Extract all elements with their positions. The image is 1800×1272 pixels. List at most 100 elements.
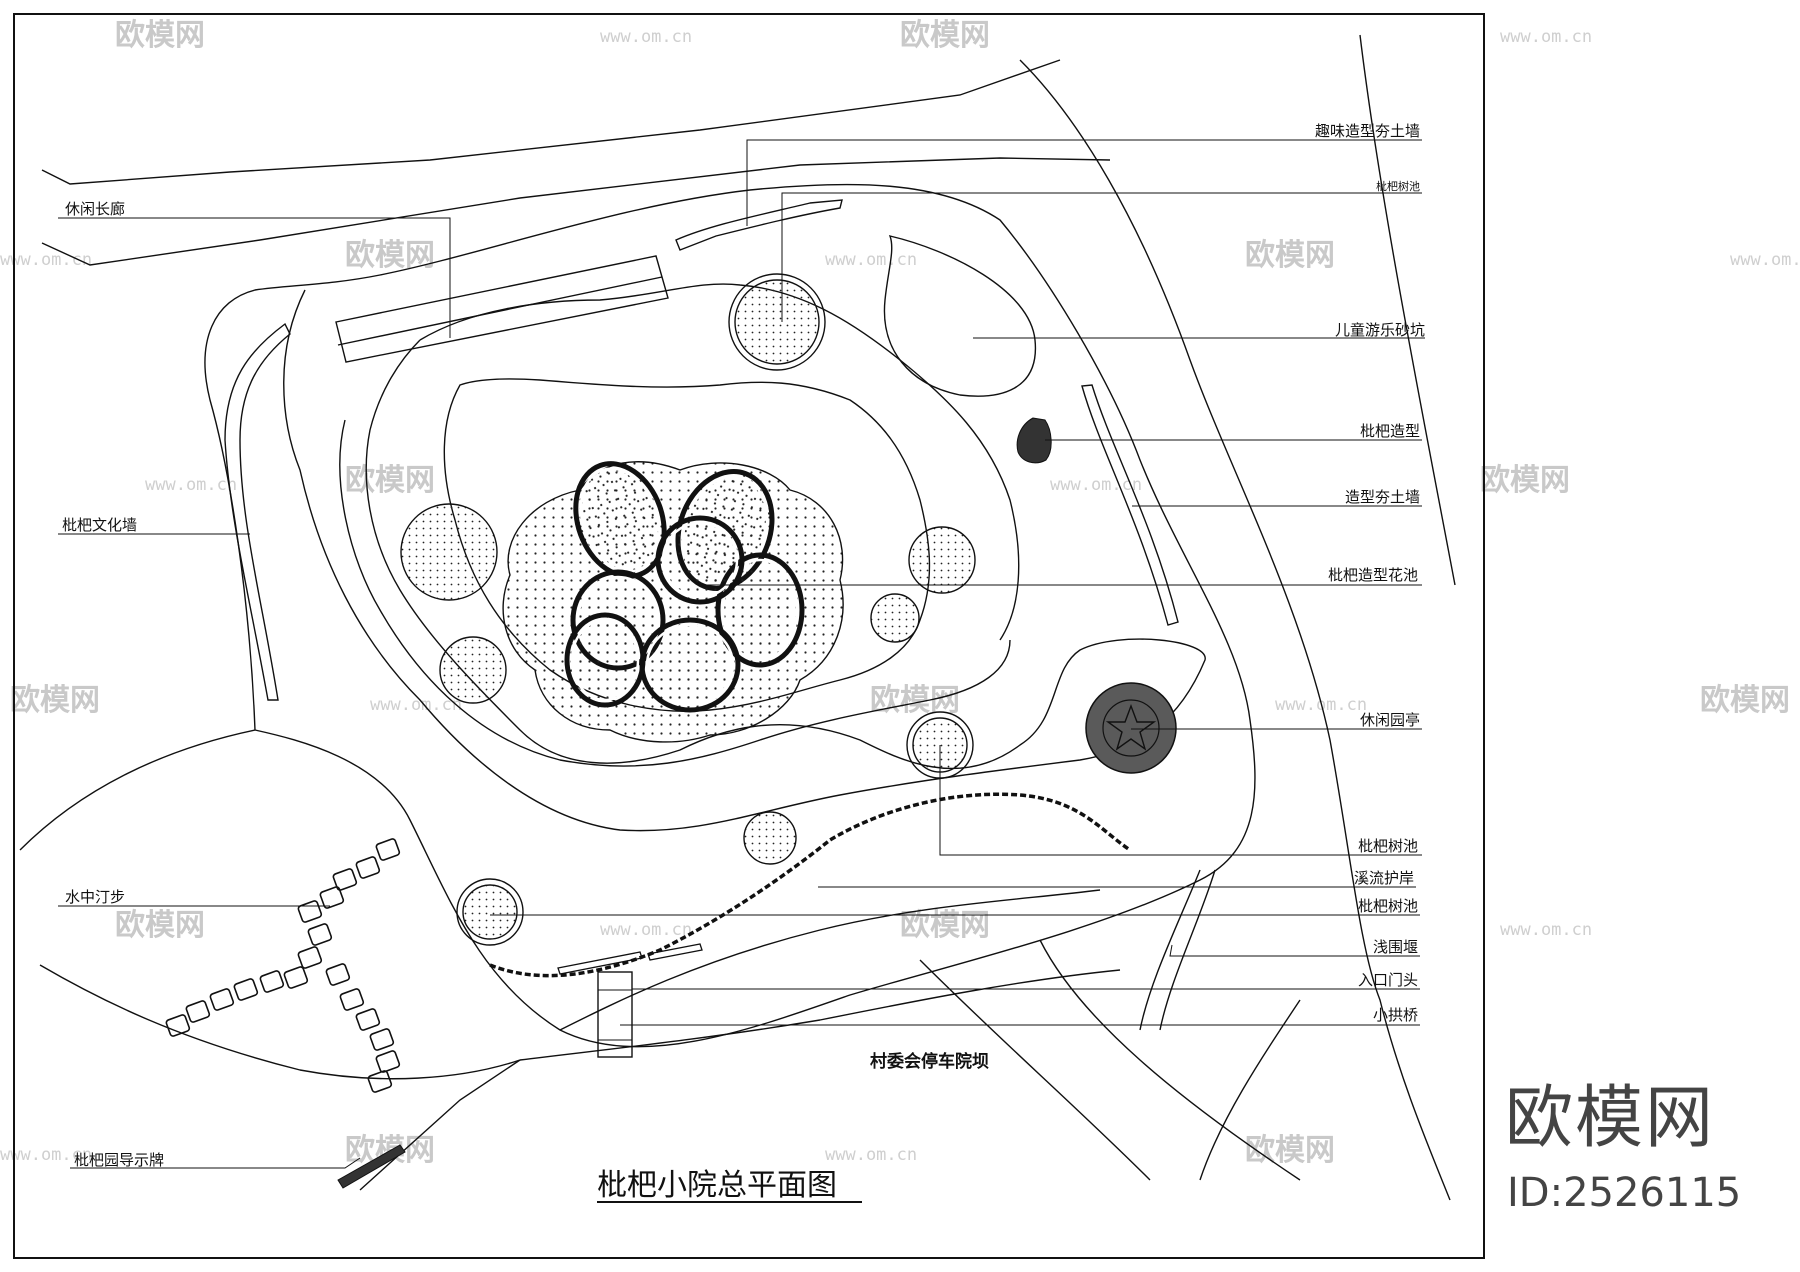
label-tree-pool-top: 枇杷树池: [1376, 179, 1420, 193]
watermark-url: www.om.cn: [1500, 27, 1592, 47]
watermark-text: 欧模网: [1700, 683, 1790, 718]
leader-line: [70, 1157, 361, 1169]
leader-line: [746, 139, 1422, 226]
flower-petal-inner: [661, 521, 739, 599]
stepping-stone: [283, 966, 309, 989]
leader-line: [781, 192, 1422, 322]
label-stream-bank: 溪流护岸: [1354, 869, 1414, 887]
page-title: 枇杷小院总平面图: [597, 1168, 837, 1203]
stepping-stone: [375, 838, 401, 861]
parking-label: 村委会停车院坝: [870, 1051, 989, 1072]
stepping-stone: [325, 963, 351, 986]
brand-name: 欧模网: [1505, 1079, 1716, 1158]
flower-petal: [655, 515, 745, 605]
stepping-stone: [209, 988, 235, 1011]
label-stepping-stones: 水中汀步: [65, 888, 125, 906]
watermark-url: www.om.cn: [370, 695, 462, 715]
entrance-gate-icon: [557, 943, 703, 975]
watermark-text: 欧模网: [1245, 238, 1335, 273]
label-tree-pool-1: 枇杷树池: [1358, 837, 1418, 855]
tree-pool: [908, 526, 976, 594]
leader-line: [1169, 944, 1420, 957]
stepping-stone: [339, 988, 365, 1011]
loquat-sculpture-icon: [1016, 417, 1052, 464]
stepping-stone: [319, 886, 345, 909]
label-guide-sign: 枇杷园导示牌: [74, 1151, 164, 1169]
label-flower-pool: 枇杷造型花池: [1328, 566, 1418, 584]
watermark-url: www.om.cn: [600, 920, 692, 940]
label-pavilion: 休闲园亭: [1360, 711, 1420, 729]
watermark-text: 欧模网: [1480, 463, 1570, 498]
label-rammed-wall: 造型夯土墙: [1345, 488, 1420, 506]
tree-pool: [734, 279, 820, 365]
stepping-stone: [185, 1000, 211, 1023]
flower-petal: [564, 612, 646, 708]
stepping-stone: [297, 946, 323, 969]
stepping-stones: [165, 838, 401, 1093]
label-entrance: 入口门头: [1358, 971, 1418, 989]
stepping-stone: [165, 1014, 191, 1037]
stepping-stone: [369, 1028, 395, 1051]
flower-petal: [573, 461, 667, 579]
stream-bank-dashed: [489, 792, 1131, 978]
watermark-text: 欧模网: [10, 683, 100, 718]
stepping-stone: [307, 923, 333, 946]
watermark-text: 欧模网: [900, 18, 990, 53]
labels-left: 休闲长廊 枇杷文化墙 水中汀步 枇杷园导示牌: [62, 200, 164, 1169]
watermark-text: 欧模网: [1245, 1133, 1335, 1168]
tree-pool: [870, 593, 920, 643]
tree-pool: [743, 811, 797, 865]
label-loquat-sculpture: 枇杷造型: [1360, 422, 1420, 440]
pavilion-icon: [1085, 682, 1177, 774]
drawing-frame: [13, 13, 1485, 1259]
watermark-url: www.om.cn: [145, 475, 237, 495]
leader-lines: [58, 139, 1425, 1169]
tree-pool: [439, 636, 507, 704]
tree-pool-ring: [456, 878, 524, 946]
watermark-url: www.om.cn: [0, 1145, 92, 1165]
flower-petal-inner: [570, 618, 640, 702]
leader-line: [939, 745, 1422, 856]
label-corridor: 休闲长廊: [65, 200, 125, 218]
brand-id: ID:2526115: [1507, 1170, 1742, 1216]
watermark-layer: 欧模网欧模网欧模网欧模网欧模网欧模网欧模网欧模网欧模网欧模网欧模网欧模网欧模网w…: [0, 18, 1800, 1168]
watermark-url: www.om.cn: [1730, 250, 1800, 270]
stepping-stone: [332, 868, 358, 891]
flower-petal-inner: [645, 623, 735, 707]
label-sandpit: 儿童游乐砂坑: [1335, 321, 1425, 339]
label-culture-wall: 枇杷文化墙: [62, 516, 137, 534]
flower-petal-inner: [579, 467, 661, 573]
watermark-url: www.om.cn: [1050, 475, 1142, 495]
watermark-url: www.om.cn: [1500, 920, 1592, 940]
stepping-stone: [259, 970, 285, 993]
labels-right: 趣味造型夯土墙 枇杷树池 儿童游乐砂坑 枇杷造型 造型夯土墙 枇杷造型花池 休闲…: [1315, 122, 1425, 1024]
tree-pool: [462, 884, 518, 940]
flower-petals: [564, 461, 805, 713]
brand-watermark: 欧模网 ID:2526115: [1505, 1085, 1795, 1235]
watermark-url: www.om.cn: [600, 27, 692, 47]
watermark-text: 欧模网: [900, 908, 990, 943]
tree-pool-ring: [728, 273, 826, 371]
stepping-stone: [297, 900, 323, 923]
watermark-text: 欧模网: [345, 463, 435, 498]
site-linework: [19, 34, 1456, 1201]
stepping-stone: [375, 1050, 401, 1073]
watermark-text: 欧模网: [345, 238, 435, 273]
stepping-stone: [355, 1008, 381, 1031]
flower-petal: [715, 552, 805, 668]
watermark-url: www.om.cn: [825, 1145, 917, 1165]
flower-petal-inner: [721, 558, 799, 662]
label-fun-wall: 趣味造型夯土墙: [1315, 122, 1420, 140]
label-arch-bridge: 小拱桥: [1373, 1006, 1418, 1024]
stepping-stone: [367, 1070, 393, 1093]
watermark-url: www.om.cn: [825, 250, 917, 270]
guide-sign-icon: [337, 1144, 406, 1189]
arch-bridge-icon: [597, 971, 633, 1058]
flower-petal: [639, 617, 741, 713]
watermark-text: 欧模网: [115, 908, 205, 943]
stepping-stone: [233, 978, 259, 1001]
tree-pool: [400, 503, 498, 601]
label-tree-pool-2: 枇杷树池: [1358, 897, 1418, 915]
label-weir: 浅围堰: [1373, 938, 1418, 956]
